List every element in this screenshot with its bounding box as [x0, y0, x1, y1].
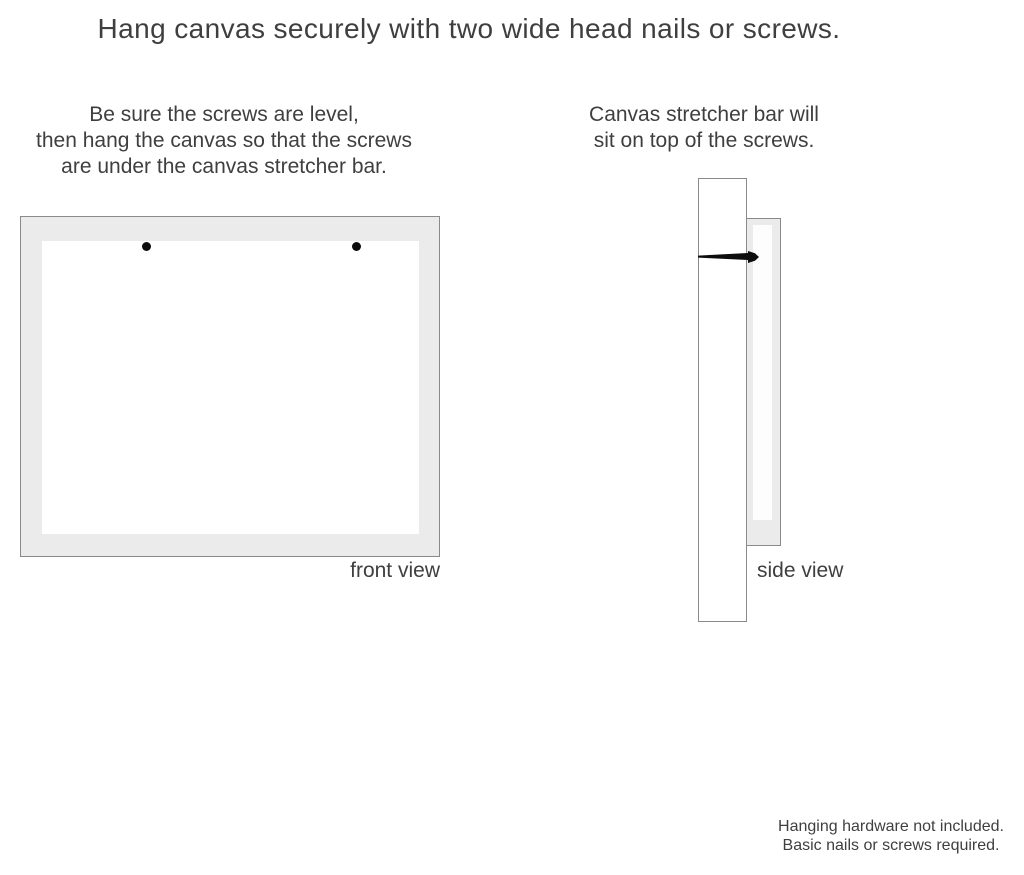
- page-title: Hang canvas securely with two wide head …: [97, 13, 841, 44]
- canvas-front-inner-area: [42, 241, 419, 534]
- nail-head-right-icon: [352, 242, 361, 251]
- canvas-front-diagram: [20, 216, 440, 557]
- canvas-side-diagram: [746, 218, 781, 546]
- nail-icon: [698, 251, 759, 263]
- instruction-line: sit on top of the screws.: [593, 129, 815, 152]
- canvas-side-inner-area: [753, 225, 772, 520]
- instruction-line: Canvas stretcher bar will: [589, 103, 819, 126]
- side-view-label: side view: [757, 559, 844, 582]
- disclaimer-line: Hanging hardware not included.: [778, 818, 1004, 835]
- hardware-disclaimer: Hanging hardware not included. Basic nai…: [758, 817, 1024, 855]
- side-view-instructions: Canvas stretcher bar will sit on top of …: [554, 102, 854, 154]
- nail-head-left-icon: [142, 242, 151, 251]
- instruction-line: are under the canvas stretcher bar.: [61, 155, 387, 178]
- disclaimer-line: Basic nails or screws required.: [782, 837, 1000, 854]
- instruction-line: then hang the canvas so that the screws: [36, 129, 412, 152]
- front-view-label: front view: [350, 559, 440, 582]
- instruction-line: Be sure the screws are level,: [89, 103, 359, 126]
- front-view-instructions: Be sure the screws are level, then hang …: [14, 102, 434, 180]
- stretcher-bar-side: [698, 178, 747, 622]
